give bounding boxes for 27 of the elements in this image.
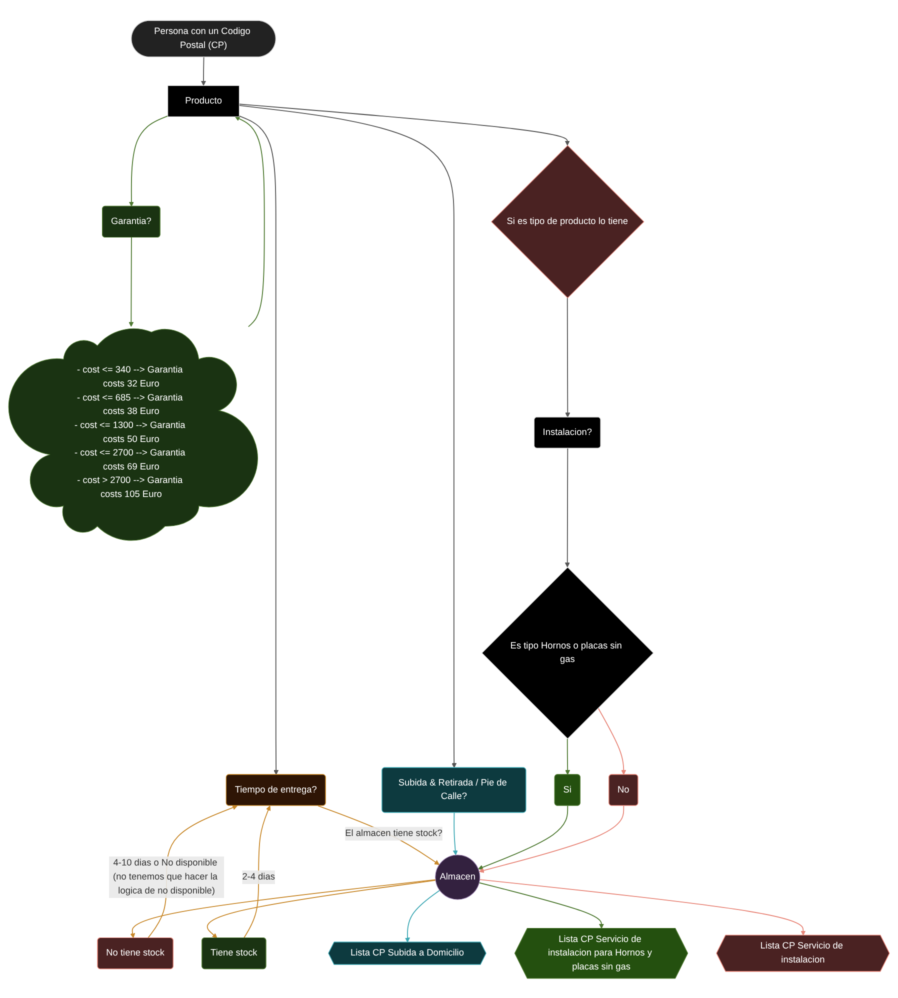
arrow — [238, 103, 570, 146]
arrow — [565, 296, 570, 418]
arrow — [452, 812, 458, 855]
arrow — [478, 804, 624, 872]
arrow — [565, 738, 570, 774]
arrow — [598, 707, 626, 774]
arrow — [479, 878, 806, 936]
arrow — [234, 116, 265, 327]
node-diamond: Si es tipo de producto lo tiene — [491, 144, 644, 298]
arrow — [478, 882, 604, 928]
node-circle: Almacen — [435, 854, 480, 900]
edge-label: El almacen tiene stock? — [345, 828, 442, 838]
edge-label: 2-4 dias — [242, 872, 275, 882]
arrow — [238, 115, 279, 774]
arrow — [243, 805, 271, 938]
node-box: Producto — [168, 84, 240, 117]
edge-label: 4-10 dias o No disponible (no tenemos que hacer la logica de no disponible) — [113, 858, 218, 896]
arrow — [564, 447, 570, 567]
arrow — [128, 115, 168, 206]
arrow — [404, 889, 440, 942]
arrow — [130, 878, 436, 938]
arrow — [478, 804, 568, 870]
arrow — [200, 56, 206, 86]
arrow — [128, 236, 134, 326]
arrow — [206, 879, 436, 938]
arrow — [238, 104, 457, 768]
node-diamond: Es tipo Hornos o placas sin gas — [482, 566, 654, 739]
